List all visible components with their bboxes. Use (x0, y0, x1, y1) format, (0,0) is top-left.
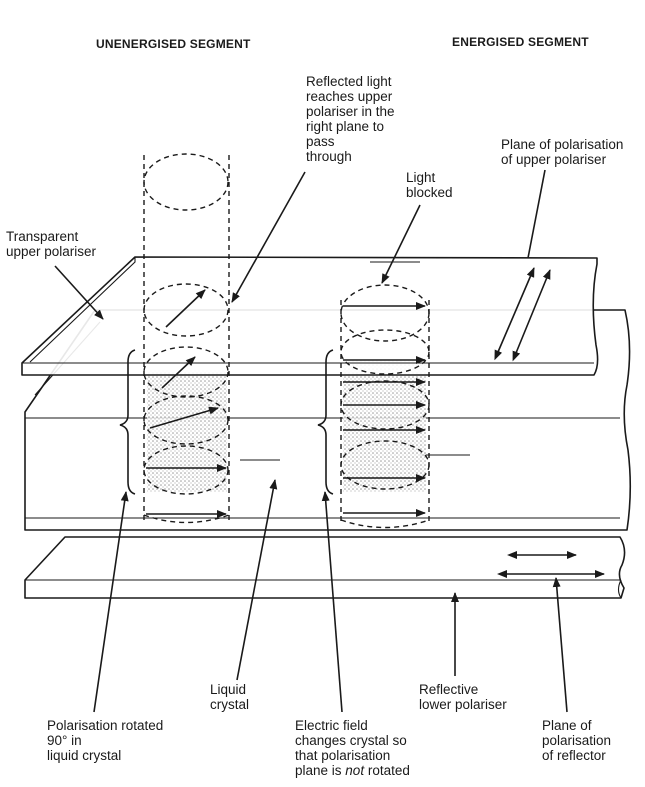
lower-polariser-plate (24, 536, 626, 599)
crystal-stipple-left (147, 370, 227, 492)
label-reflective-lower-polariser: Reflective lower polariser (419, 682, 507, 712)
crystal-stipple-right (343, 360, 426, 492)
reflector-polarisation-arrows (497, 551, 605, 578)
header-unenergised: UNENERGISED SEGMENT (96, 37, 251, 51)
label-liquid-crystal: Liquid crystal (210, 682, 250, 712)
brace-right (317, 349, 334, 495)
label-reflected-light: Reflected light reaches upper polariser … (306, 74, 395, 164)
label-polarisation-rotated: Polarisation rotated 90° in liquid cryst… (47, 718, 164, 763)
label-light-blocked: Light blocked (406, 170, 453, 200)
label-plane-upper-polariser: Plane of polarisation of upper polariser (501, 137, 624, 167)
label-upper-polariser: Transparent upper polariser (6, 229, 97, 259)
label-electric-field: Electric field changes crystal so that p… (295, 718, 410, 778)
brace-left (119, 349, 136, 495)
upper-polariser-plate (21, 256, 599, 376)
header-energised: ENERGISED SEGMENT (452, 35, 589, 49)
upper-polarisation-arrows (494, 267, 551, 362)
right-light-column (340, 284, 430, 529)
label-plane-of-reflector: Plane of polarisation of reflector (542, 718, 612, 763)
leader-lines (54, 169, 568, 713)
left-light-column (143, 153, 230, 524)
